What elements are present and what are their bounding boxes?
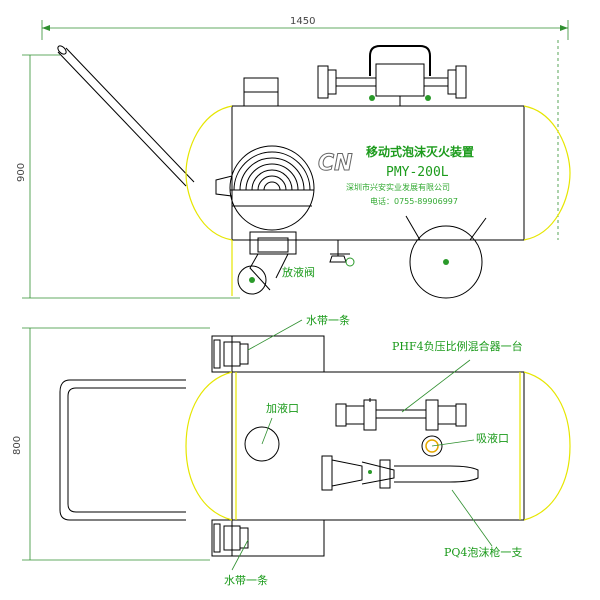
brand-logo: CN — [318, 151, 353, 176]
foam-gun — [321, 455, 479, 491]
mixer-label: PHF4负压比例混合器一台 — [392, 339, 523, 353]
dimension-length-value: 1450 — [290, 16, 315, 27]
hose-reel — [215, 145, 315, 231]
suction-port-label: 吸液口 — [476, 431, 509, 445]
fill-port-label: 加液口 — [266, 401, 299, 415]
suction-port — [421, 435, 443, 457]
side-view: CN 移动式泡沫灭火装置 PMY-200L 深圳市兴安实业发展有限公司 电话：0… — [57, 45, 571, 299]
front-wheel-side — [237, 231, 297, 295]
dimension-width-value: 800 — [12, 436, 23, 455]
handle-side — [57, 45, 195, 187]
dimension-length-top: 1450 — [41, 16, 569, 40]
fill-port — [244, 426, 280, 462]
drain-valve — [329, 240, 355, 267]
mixer-top — [335, 398, 467, 431]
brand-model: PMY-200L — [386, 165, 449, 180]
dimension-height-side: 900 — [16, 54, 240, 299]
drain-valve-label: 放液阀 — [282, 265, 315, 279]
tank-side — [185, 105, 571, 296]
hose-bottom-label: 水带一条 — [224, 573, 268, 587]
tank-top — [185, 371, 571, 521]
brand-company: 深圳市兴安实业发展有限公司 — [346, 182, 450, 192]
dimension-width-bottom: 800 — [12, 327, 210, 561]
hose-box-top — [211, 335, 325, 373]
brand-phone: 电话：0755-89906997 — [370, 196, 458, 206]
leader-lines — [231, 319, 493, 571]
brand-title: 移动式泡沫灭火装置 — [366, 144, 474, 159]
foam-gun-label: PQ4泡沫枪一支 — [444, 545, 522, 559]
handle-top — [59, 379, 186, 521]
top-view: 加液口 吸液口 — [59, 313, 571, 587]
hose-top-label: 水带一条 — [306, 313, 350, 327]
hose-box-bottom — [211, 519, 325, 557]
rear-wheel-side — [405, 215, 487, 299]
mixer-side — [317, 45, 467, 106]
dimension-height-value: 900 — [16, 163, 27, 182]
